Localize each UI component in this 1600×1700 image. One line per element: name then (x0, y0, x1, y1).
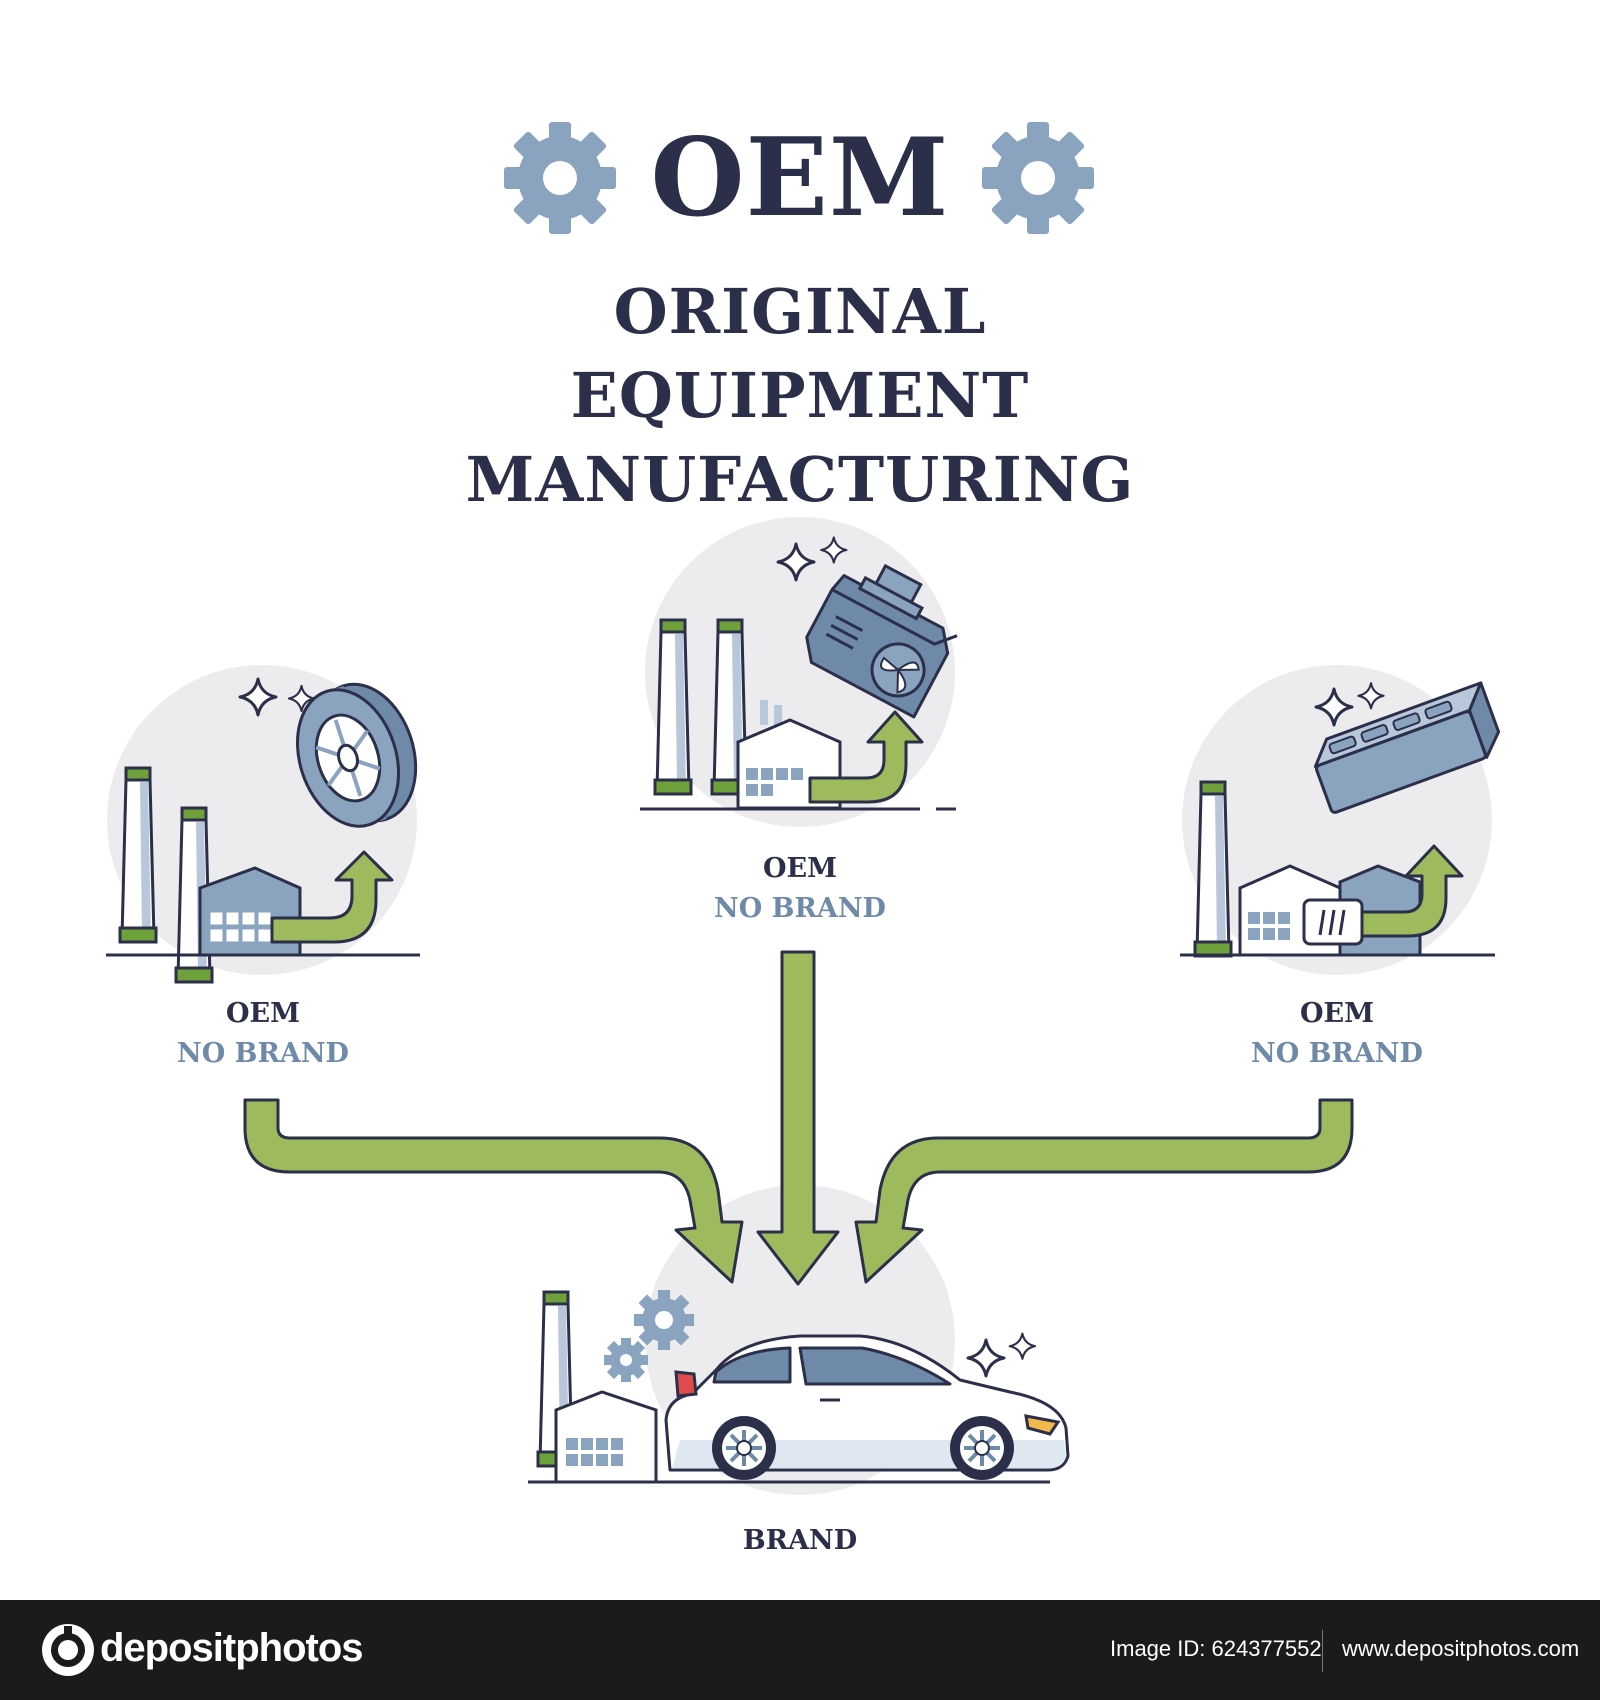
left-node-label: OEM NO BRAND (177, 998, 349, 1069)
site-url-link[interactable]: www.depositphotos.com (1342, 1636, 1580, 1661)
right-node-label: OEM NO BRAND (1251, 998, 1423, 1069)
engine-icon (805, 563, 958, 719)
depositphotos-logo-icon (42, 1624, 94, 1676)
page-title: OEM (650, 115, 950, 241)
sparkle-icon (966, 1338, 1006, 1378)
logo-text: depositphotos (100, 1626, 364, 1670)
footer-divider (1322, 1630, 1323, 1672)
battery-icon (1313, 681, 1501, 814)
center-node-label: OEM NO BRAND (714, 853, 886, 924)
sparkle-icon (1008, 1332, 1037, 1360)
bottom-node-label: BRAND (742, 1525, 858, 1556)
footer-bar: depositphotos Image ID: 624377552 www.de… (0, 1600, 1600, 1700)
gear-icon-right (982, 122, 1094, 234)
small-gear-icon (634, 1290, 694, 1350)
arrow-right-to-brand (854, 1098, 1354, 1284)
gear-icon-left (504, 122, 616, 234)
page-subtitle: ORIGINAL EQUIPMENT MANUFACTURING (465, 275, 1135, 516)
arrow-left-to-brand (243, 1098, 744, 1284)
image-id: Image ID: 624377552 (1110, 1636, 1322, 1661)
center-factory (640, 618, 956, 811)
right-factory (1180, 780, 1495, 958)
tire-icon (295, 682, 418, 828)
car-icon (664, 1334, 1070, 1480)
small-gear-icon (604, 1338, 648, 1382)
oem-diagram (106, 122, 1501, 1495)
arrow-center-to-brand (756, 950, 840, 1286)
bottom-factory (528, 1290, 1050, 1484)
left-factory (106, 766, 420, 984)
flow-arrows (243, 950, 1354, 1286)
